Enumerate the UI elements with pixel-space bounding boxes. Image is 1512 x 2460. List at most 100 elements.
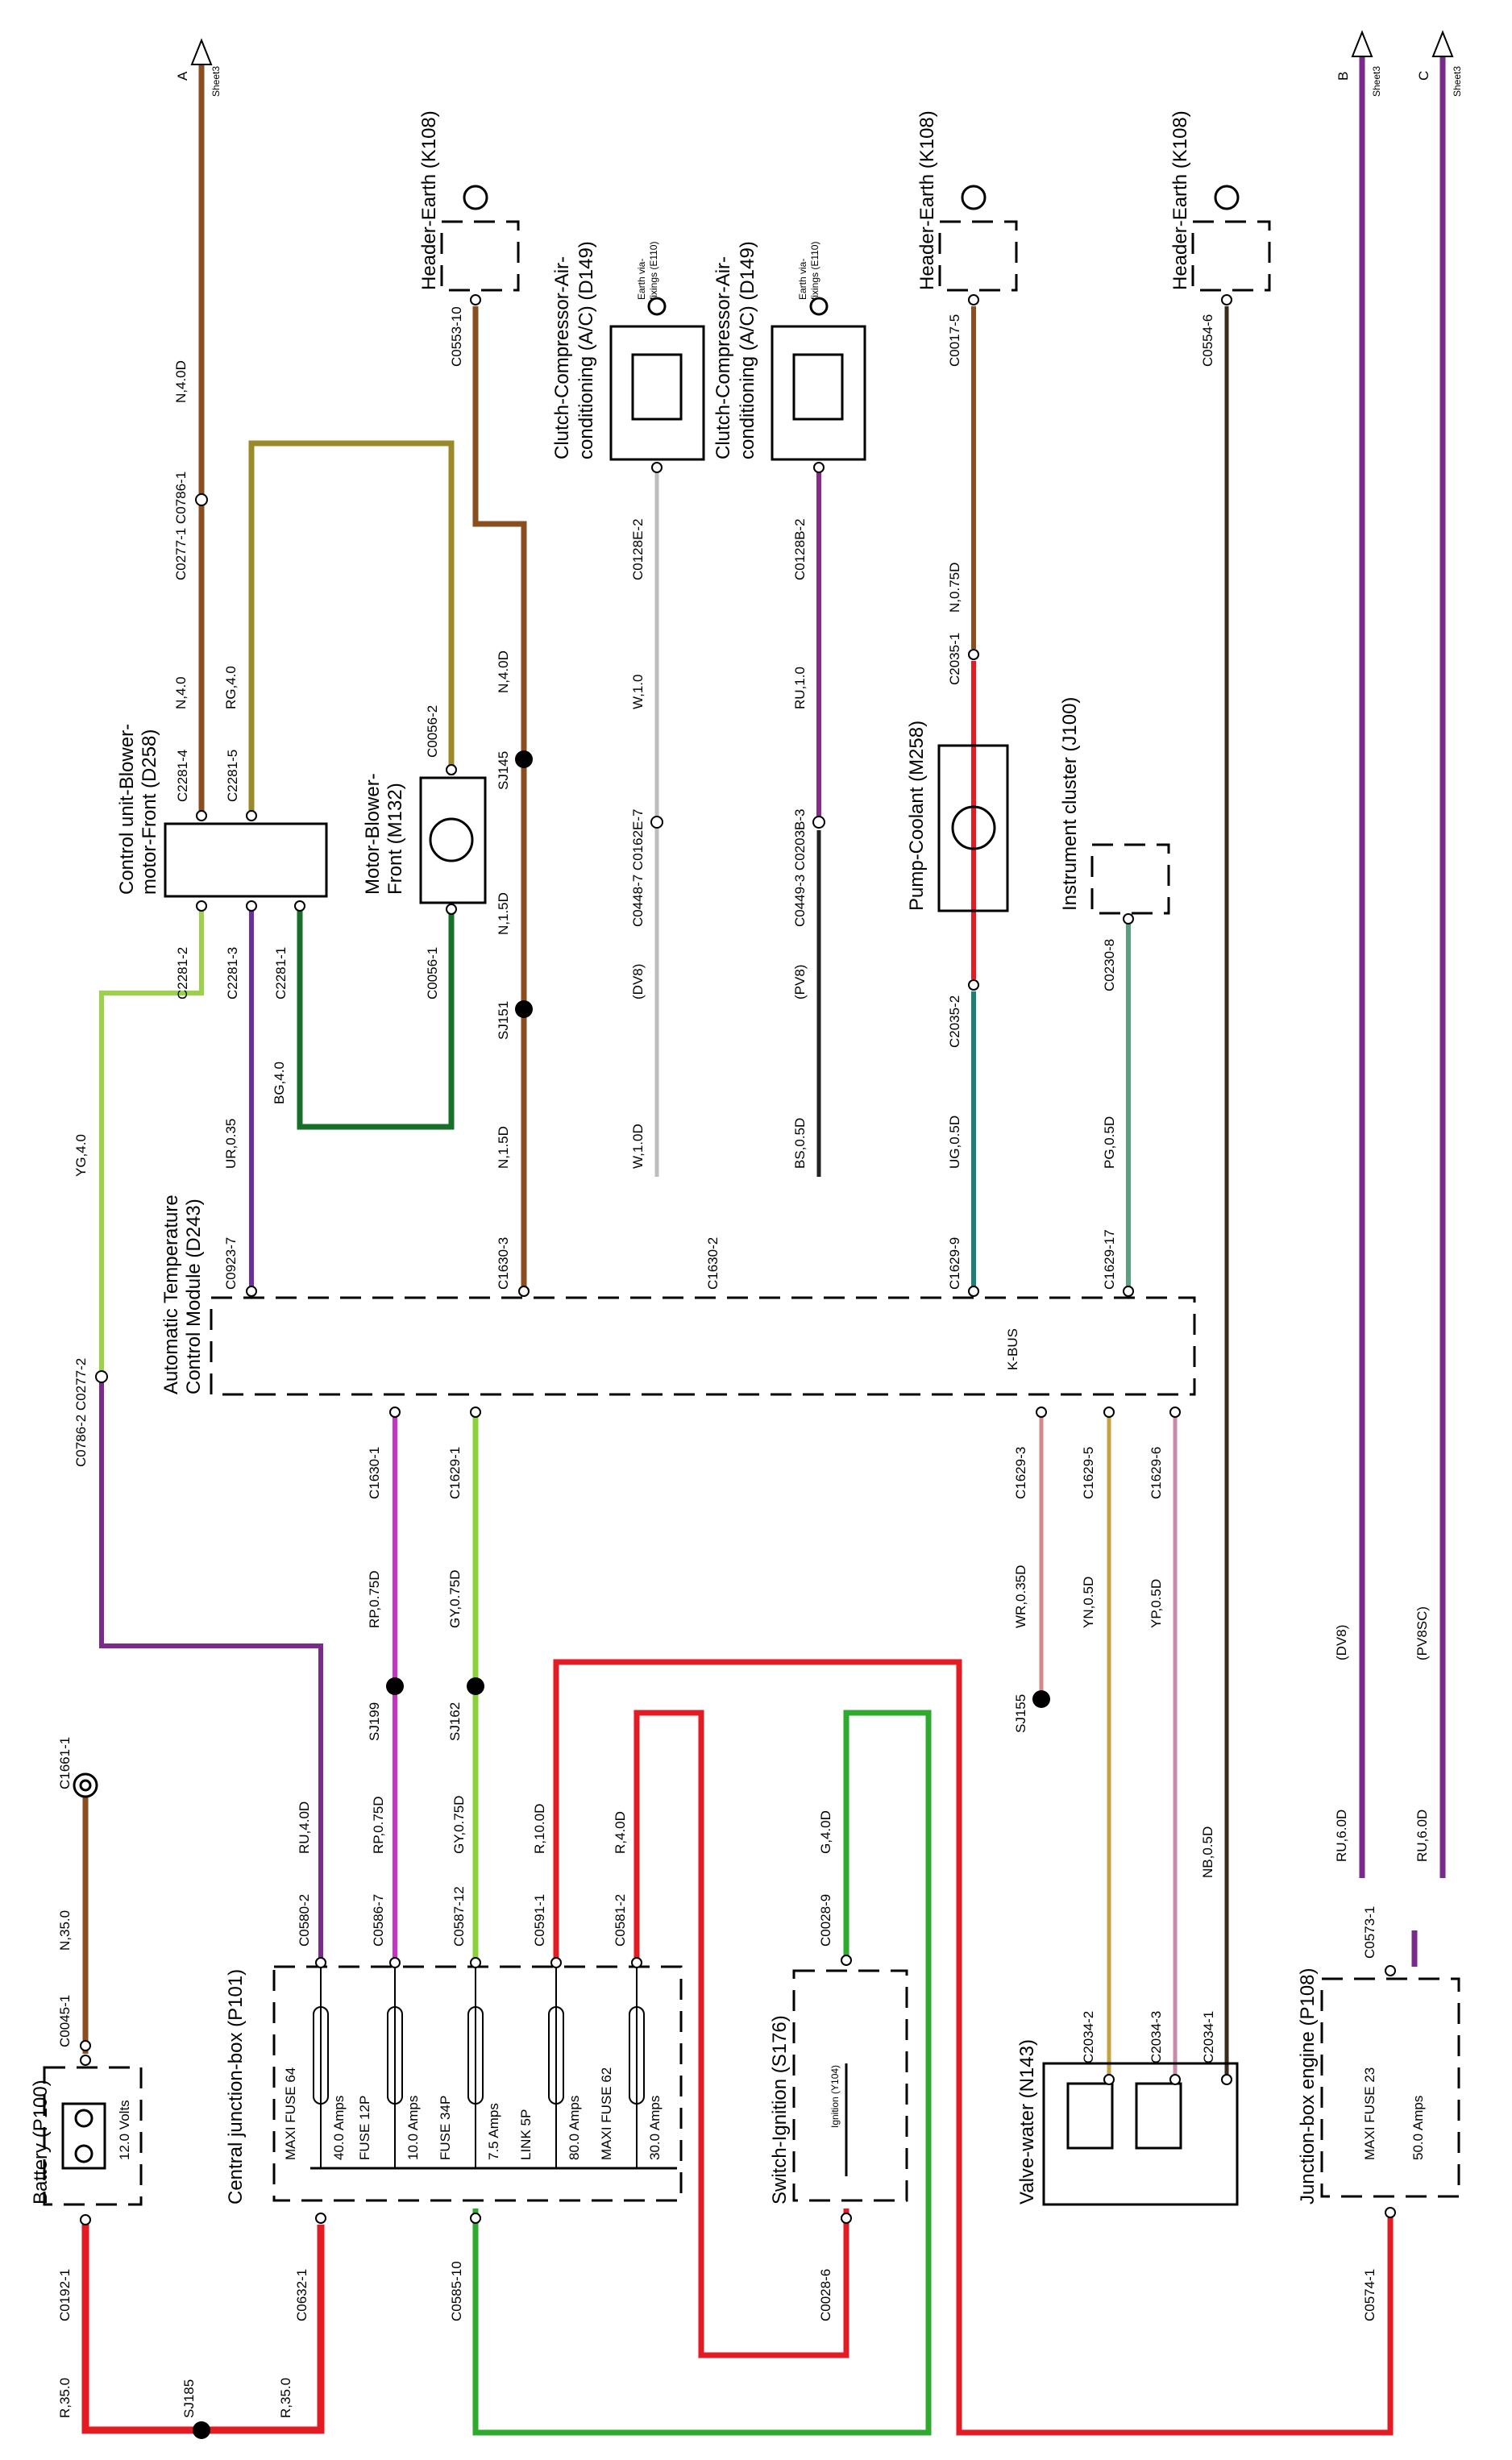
cl-dv8-inline: C0448-7 C0162E-7 bbox=[630, 809, 646, 927]
jbe-amps: 50.0 Amps bbox=[1410, 2096, 1426, 2160]
fuse-1-name: FUSE 12P bbox=[357, 2096, 372, 2160]
valve-outline bbox=[1042, 2062, 1239, 2206]
clutch-dv8-pin bbox=[651, 462, 663, 473]
ignition-pin-top bbox=[841, 1955, 852, 1966]
earth-3-title: Header-Earth (K108) bbox=[1169, 110, 1191, 290]
clutch-dv8-box bbox=[609, 325, 705, 461]
battery bbox=[43, 1772, 143, 2225]
pump-box bbox=[937, 744, 1009, 912]
wire-rg4 bbox=[248, 440, 455, 812]
jbe-title: Junction-box engine (P108) bbox=[1297, 1968, 1319, 2204]
battery-title: Battery (P100) bbox=[30, 2080, 52, 2204]
wires bbox=[81, 56, 1446, 2436]
offsheet-sheet-1: Sheet3 bbox=[1371, 66, 1382, 97]
valve-pin-3 bbox=[1221, 2074, 1232, 2085]
n40d-label: N,4.0D bbox=[173, 360, 189, 403]
conn-c0277-1 bbox=[195, 493, 208, 506]
jbe-pin-top bbox=[1385, 1965, 1396, 1976]
cl-dv8-wire2: W,1.0D bbox=[630, 1124, 646, 1169]
valve-pin-1 bbox=[1103, 2074, 1115, 2085]
cluster-wire: PG,0.5D bbox=[1102, 1116, 1117, 1169]
rp075b-label: RP,0.75D bbox=[367, 1570, 382, 1628]
conn-c1629-9 bbox=[968, 1286, 979, 1297]
valve-title: Valve-water (N143) bbox=[1016, 2039, 1038, 2204]
splice-sj151 bbox=[515, 1000, 533, 1018]
cluster-outline bbox=[1090, 843, 1170, 915]
wire-g4 bbox=[472, 1710, 932, 2436]
pump-pin-bot bbox=[968, 979, 979, 991]
cl-dv8-wire: W,1.0 bbox=[630, 675, 646, 709]
valve-c3: C2034-1 bbox=[1201, 2011, 1216, 2063]
cjb-title: Central junction-box (P101) bbox=[225, 1969, 247, 2204]
c1629-1-label: C1629-1 bbox=[447, 1447, 463, 1499]
wire-bg4 bbox=[297, 911, 455, 1130]
cluster-title: Instrument cluster (J100) bbox=[1059, 697, 1081, 911]
cl-pv8-wire: RU,1.0 bbox=[792, 667, 808, 709]
bc-pin-4: C2281-4 bbox=[175, 750, 190, 802]
fuse-1-wire: RP,0.75D bbox=[371, 1796, 386, 1854]
fuse-4-conn: C0581-2 bbox=[613, 1894, 628, 1947]
battery-conn-top bbox=[80, 2055, 91, 2066]
cl-dv8-var: (DV8) bbox=[630, 964, 646, 999]
gy075b-label: GY,0.75D bbox=[447, 1570, 463, 1628]
arrow-c bbox=[1431, 30, 1454, 57]
offsheet-letter-2: C bbox=[1416, 71, 1431, 81]
battery-cell bbox=[61, 2102, 106, 2170]
pump-c-bot: C2035-2 bbox=[947, 995, 962, 1048]
earth-2-conn: C0017-5 bbox=[947, 314, 962, 367]
n15b-label: N,1.5D bbox=[496, 892, 511, 935]
atc-module bbox=[210, 1296, 1196, 1396]
fuse-4-name: MAXI FUSE 62 bbox=[599, 2067, 614, 2160]
pump-wire-bot: UG,0.5D bbox=[947, 1116, 962, 1169]
inline-connectors bbox=[80, 493, 1181, 2051]
fuse-pin-0 bbox=[315, 1957, 326, 1968]
fuse-3-conn: C0591-1 bbox=[532, 1894, 547, 1947]
wr035-label: WR,0.35D bbox=[1013, 1565, 1028, 1628]
labels: Battery (P100) Central junction-box (P101… bbox=[30, 66, 1463, 2418]
junction-box-engine bbox=[1320, 1965, 1460, 2218]
arrow-a bbox=[190, 38, 213, 65]
fuse-2-name: FUSE 34P bbox=[438, 2096, 453, 2160]
atc-title-2: Control Module (D243) bbox=[183, 1199, 205, 1394]
blower-motor-pin-bot bbox=[446, 904, 457, 915]
cluster-conn: C0230-8 bbox=[1102, 939, 1117, 991]
splice-sj185 bbox=[193, 2421, 210, 2439]
offsheet-sheet-0: Sheet3 bbox=[210, 66, 222, 97]
cl-dv8-conn: C0128E-2 bbox=[630, 518, 646, 580]
fuse-3-name: LINK 5P bbox=[518, 2109, 534, 2160]
valve-solenoid-2 bbox=[1135, 2082, 1182, 2150]
conn-c0045-1 bbox=[80, 2040, 91, 2051]
bm-c-top: C0056-2 bbox=[425, 705, 440, 758]
fuse-pin-4 bbox=[631, 1957, 642, 1968]
atc-outline bbox=[210, 1296, 1196, 1396]
earth-3-pin bbox=[1221, 294, 1232, 305]
conn-c1629-6 bbox=[1169, 1407, 1181, 1418]
battery-earth-conn: C1661-1 bbox=[57, 1737, 73, 1789]
wire-n35-label: N,35.0 bbox=[57, 1910, 73, 1951]
fuse-0-amps: 40.0 Amps bbox=[331, 2096, 347, 2160]
valve-c1: C2034-2 bbox=[1081, 2011, 1096, 2063]
clutch-dv8-earth-2: fixings (E110) bbox=[648, 242, 659, 300]
conn-c1629-1 bbox=[470, 1407, 481, 1418]
sj155-label: SJ155 bbox=[1013, 1694, 1028, 1733]
atc-title-1: Automatic Temperature bbox=[160, 1195, 182, 1394]
battery-plus bbox=[74, 2144, 93, 2163]
c0786-2-label: C0786-2 C0277-2 bbox=[73, 1358, 89, 1467]
wire-r35b-label: R,35.0 bbox=[278, 2378, 293, 2418]
jbe-fuse: MAXI FUSE 23 bbox=[1362, 2067, 1377, 2160]
kbus-label: K-BUS bbox=[1005, 1328, 1020, 1370]
blower-ctrl-pin-2 bbox=[196, 900, 207, 912]
sj185-label: SJ185 bbox=[181, 2379, 197, 2418]
rg4-label: RG,4.0 bbox=[223, 666, 239, 709]
ru6b-label: RU,6.0D bbox=[1414, 1810, 1430, 1862]
ru6a-label: RU,6.0D bbox=[1334, 1810, 1349, 1862]
clutch-dv8-earth-1: Earth via- bbox=[636, 259, 647, 300]
pump-symbol bbox=[951, 805, 996, 850]
blower-ctrl-title-2: motor-Front (D258) bbox=[139, 729, 160, 895]
wire-r10 bbox=[553, 1659, 1394, 2436]
cjb-in2: C0585-10 bbox=[449, 2261, 464, 2321]
yn05-label: YN,0.5D bbox=[1081, 1577, 1096, 1628]
battery-minus bbox=[74, 2109, 93, 2128]
battery-c2: C0045-1 bbox=[57, 1995, 73, 2047]
bc-pin-2: C2281-2 bbox=[175, 947, 190, 999]
